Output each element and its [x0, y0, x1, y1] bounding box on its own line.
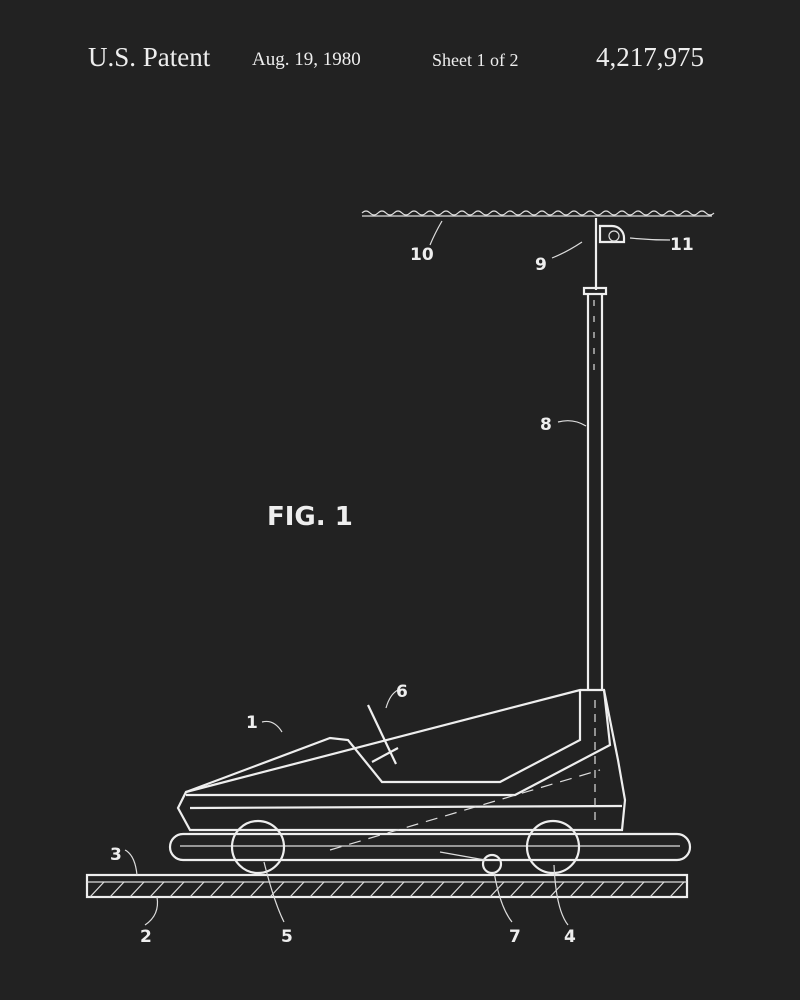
ref-5: 5 — [281, 927, 293, 947]
current-collector — [594, 218, 626, 290]
fig-title: FIG. 1 — [267, 502, 353, 532]
ref-7: 7 — [509, 927, 521, 947]
pole — [582, 286, 608, 690]
floor — [85, 873, 689, 899]
ceiling-net — [361, 210, 715, 216]
ref-4: 4 — [564, 927, 576, 947]
ref-11: 11 — [670, 235, 694, 255]
ref-9: 9 — [535, 255, 547, 275]
patent-number: 4,217,975 — [596, 42, 704, 72]
wheel-contact — [481, 853, 503, 875]
ref-1: 1 — [246, 713, 258, 733]
wheel-front — [525, 819, 581, 875]
patent-label: U.S. Patent — [88, 42, 211, 72]
ref-3: 3 — [110, 845, 122, 865]
patent-date: Aug. 19, 1980 — [252, 49, 361, 70]
wheel-rear — [230, 819, 286, 875]
ref-2: 2 — [140, 927, 152, 947]
ref-8: 8 — [540, 415, 552, 435]
ref-10: 10 — [410, 245, 434, 265]
sheet-number: Sheet 1 of 2 — [432, 50, 519, 70]
ref-6: 6 — [396, 682, 408, 702]
bumper-car — [168, 688, 692, 875]
